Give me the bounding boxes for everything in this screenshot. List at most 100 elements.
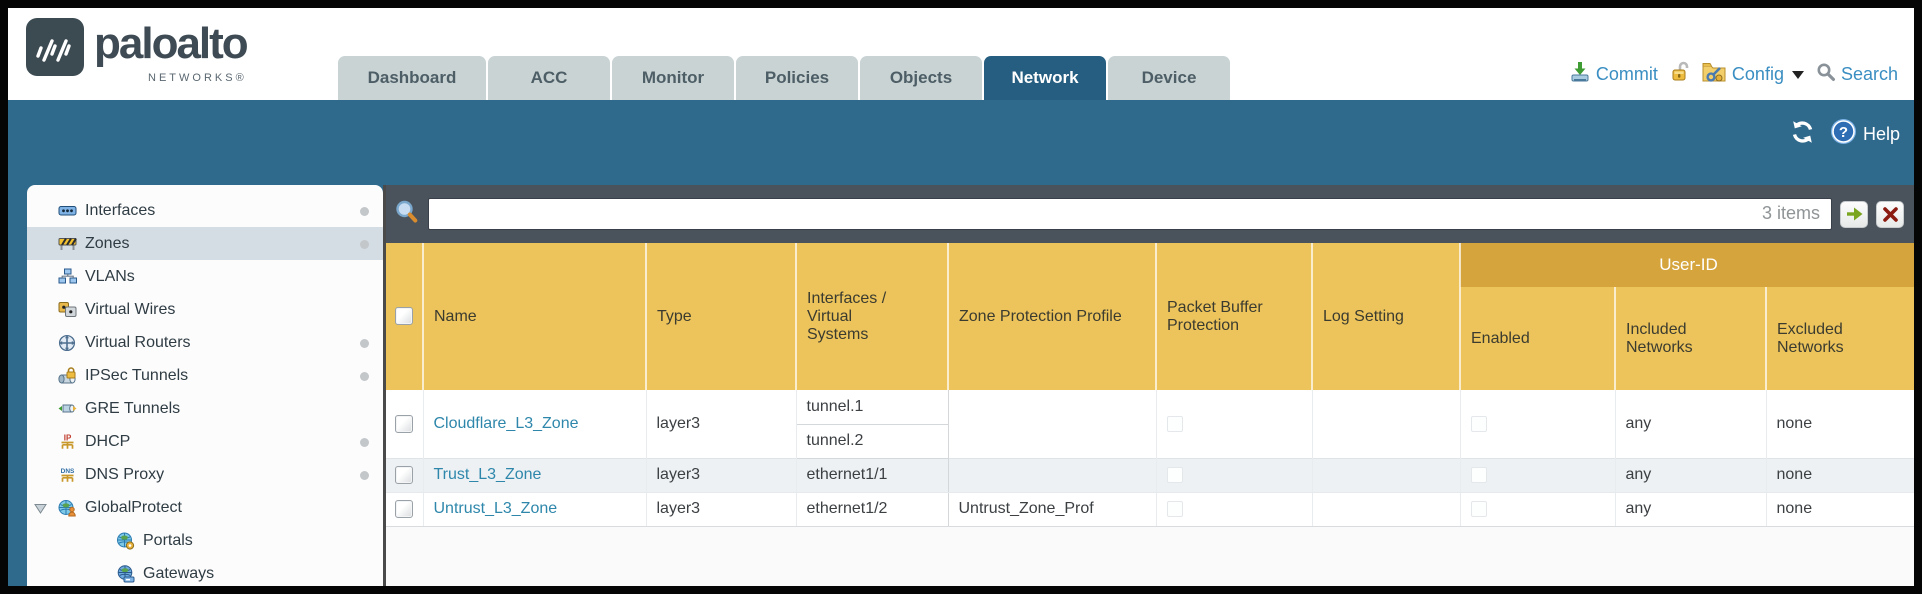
included-networks-cell: any: [1615, 390, 1767, 458]
column-header-enabled[interactable]: Enabled: [1460, 287, 1616, 390]
globalprotect-icon: [57, 499, 77, 517]
expand-triangle-icon[interactable]: [34, 501, 47, 519]
excluded-networks-cell: none: [1766, 457, 1914, 493]
svg-text:IP: IP: [63, 433, 71, 442]
help-icon[interactable]: ?: [1830, 118, 1857, 150]
search-label: Search: [1840, 64, 1898, 84]
tab-device[interactable]: Device: [1108, 56, 1230, 100]
column-header-included-networks[interactable]: Included Networks: [1615, 287, 1767, 390]
user-id-enabled-cell: [1460, 492, 1616, 527]
svg-text:?: ?: [1839, 124, 1848, 141]
tab-dashboard[interactable]: Dashboard: [338, 56, 486, 100]
sidebar-item-label: Virtual Routers: [85, 333, 191, 351]
tab-monitor[interactable]: Monitor: [612, 56, 734, 100]
column-header-name[interactable]: Name: [423, 243, 647, 390]
log-setting-cell: [1312, 457, 1461, 493]
zone-name-link[interactable]: Untrust_L3_Zone: [433, 500, 558, 517]
clear-filter-button[interactable]: [1876, 200, 1904, 228]
sidebar-item-globalprotect[interactable]: GlobalProtect: [27, 491, 383, 524]
row-select-checkbox[interactable]: [395, 465, 414, 484]
gateways-icon: [115, 564, 135, 583]
packet-buffer-protection-checkbox[interactable]: [1166, 466, 1183, 483]
tab-objects[interactable]: Objects: [860, 56, 982, 100]
sidebar-splitter[interactable]: [383, 185, 386, 586]
sidebar-item-label: GlobalProtect: [85, 498, 182, 516]
sidebar-item-zones[interactable]: Zones: [27, 227, 383, 260]
column-header-excluded-networks[interactable]: Excluded Networks: [1766, 287, 1914, 390]
dns-proxy-icon: DNS: [57, 466, 77, 484]
sidebar-item-virtual-wires[interactable]: Virtual Wires: [27, 293, 383, 326]
sidebar-item-label: DNS Proxy: [85, 465, 165, 483]
tab-policies[interactable]: Policies: [736, 56, 858, 100]
zone-name-link[interactable]: Cloudflare_L3_Zone: [433, 414, 579, 432]
sidebar-item-gateways[interactable]: Gateways: [27, 557, 383, 586]
user-id-enabled-checkbox[interactable]: [1470, 500, 1487, 517]
items-count: 3 items: [1761, 203, 1820, 223]
column-header-zone-protection-profile[interactable]: Zone Protection Profile: [948, 243, 1157, 390]
help-label[interactable]: Help: [1862, 123, 1900, 144]
status-dot: [360, 371, 369, 381]
sidebar-item-interfaces[interactable]: Interfaces: [27, 194, 383, 227]
sidebar-item-virtual-routers[interactable]: Virtual Routers: [27, 326, 383, 359]
zone-interface-cell: tunnel.1: [795, 390, 949, 425]
zone-interface-cell: ethernet1/2: [795, 492, 949, 527]
portals-icon: [115, 532, 135, 550]
virtual-routers-icon: [57, 334, 77, 352]
zone-name-cell: Untrust_L3_Zone: [423, 492, 647, 527]
packet-buffer-protection-checkbox[interactable]: [1166, 415, 1183, 432]
sidebar-item-dns-proxy[interactable]: DNS DNS Proxy: [27, 458, 383, 491]
lock-button[interactable]: [1670, 61, 1690, 88]
row-select-checkbox[interactable]: [395, 499, 414, 518]
column-header-log-setting[interactable]: Log Setting: [1312, 243, 1461, 390]
sidebar-item-label: Zones: [85, 234, 130, 252]
column-header-packet-buffer-protection[interactable]: Packet Buffer Protection: [1156, 243, 1313, 390]
zone-name-link[interactable]: Trust_L3_Zone: [433, 466, 542, 483]
user-id-enabled-cell: [1460, 457, 1616, 493]
packet-buffer-protection-cell: [1156, 457, 1313, 493]
user-id-enabled-checkbox[interactable]: [1470, 466, 1487, 483]
tab-network[interactable]: Network: [984, 56, 1106, 100]
zone-interface-cell: ethernet1/1: [795, 457, 949, 493]
select-all-checkbox[interactable]: [395, 307, 413, 326]
status-dot: [360, 338, 369, 348]
commit-icon: [1569, 61, 1591, 88]
user-id-enabled-checkbox[interactable]: [1470, 415, 1487, 432]
zone-type-cell: layer3: [646, 457, 797, 493]
zone-type-cell: layer3: [646, 492, 797, 527]
sidebar-item-ipsec-tunnels[interactable]: IPSec Tunnels: [27, 359, 383, 392]
commit-label: Commit: [1595, 64, 1658, 84]
unlocked-padlock-icon: [1670, 61, 1690, 88]
paloalto-logo-mark-icon: [26, 18, 84, 81]
config-dropdown[interactable]: Config: [1702, 61, 1804, 88]
sidebar-item-label: VLANs: [85, 267, 135, 285]
user-id-enabled-cell: [1460, 390, 1616, 458]
refresh-icon[interactable]: [1789, 120, 1816, 149]
search-button[interactable]: Search: [1816, 62, 1898, 87]
sidebar-item-vlans[interactable]: VLANs: [27, 260, 383, 293]
status-dot: [360, 239, 369, 249]
sidebar-item-label: Virtual Wires: [85, 300, 176, 318]
commit-button[interactable]: Commit: [1569, 61, 1658, 88]
sidebar-item-portals[interactable]: Portals: [27, 524, 383, 557]
column-header-type[interactable]: Type: [646, 243, 797, 390]
row-select-checkbox[interactable]: [395, 414, 414, 433]
chevron-down-icon: [1791, 70, 1804, 79]
left-gutter: [8, 185, 27, 586]
interfaces-icon: [57, 202, 77, 220]
logo-networks-text: NETWORKS®: [148, 72, 247, 84]
config-folder-icon: [1702, 61, 1727, 88]
apply-filter-button[interactable]: [1840, 200, 1868, 228]
filter-toolbar: 3 items: [386, 185, 1914, 243]
column-header-interfaces[interactable]: Interfaces / Virtual Systems: [796, 243, 949, 390]
row-select-cell: [386, 390, 424, 458]
tab-acc[interactable]: ACC: [488, 56, 610, 100]
filter-input[interactable]: [428, 198, 1832, 230]
sidebar-item-gre-tunnels[interactable]: GRE Tunnels: [27, 392, 383, 425]
packet-buffer-protection-checkbox[interactable]: [1166, 500, 1183, 517]
